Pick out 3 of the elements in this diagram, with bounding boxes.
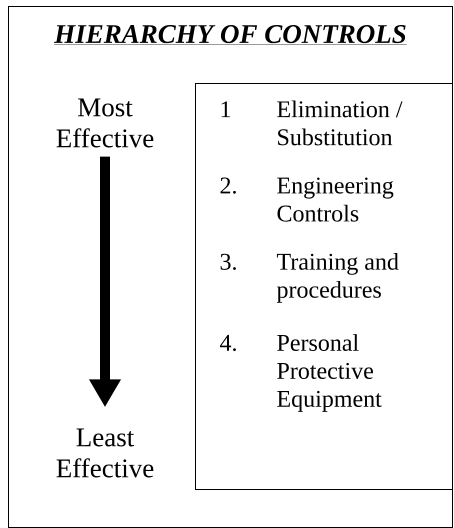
effectiveness-label: Most Effective xyxy=(56,98,154,148)
control-list-box: 1 Elimination / Substitution 2. Engineering Controls 3. Training and procedures 4. Personal Protective Equipment xyxy=(195,83,453,490)
effectiveness-label: Least Effective xyxy=(56,428,154,478)
